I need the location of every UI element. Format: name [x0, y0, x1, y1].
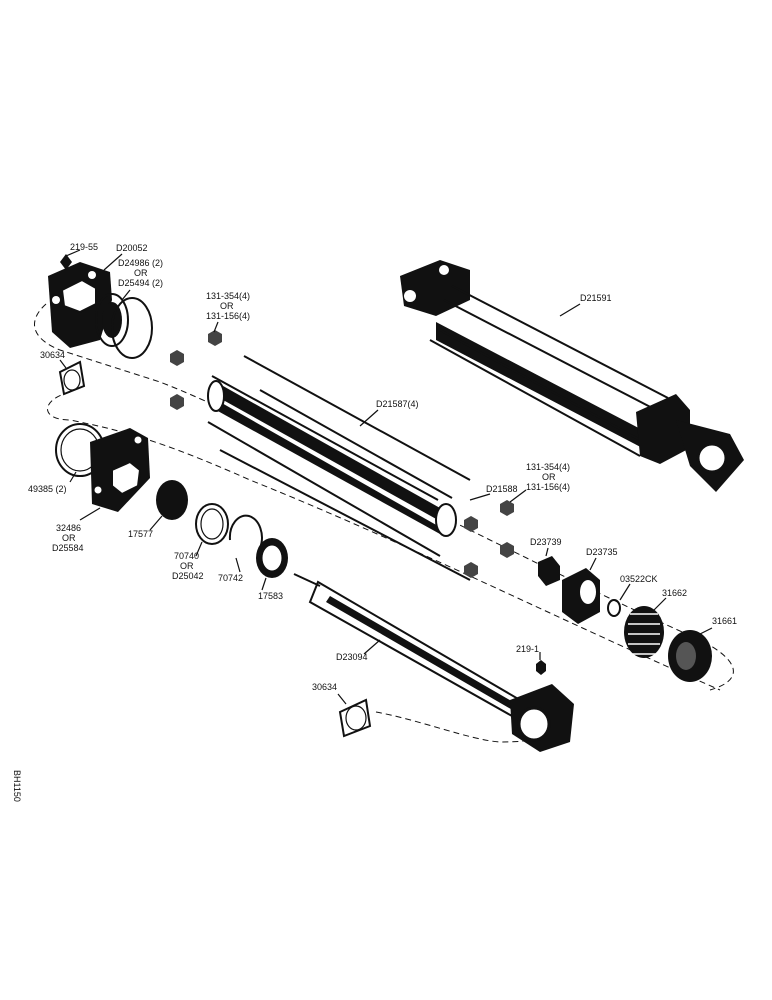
- rear-cap-d20052: [48, 262, 129, 348]
- wiper-17583: [256, 538, 288, 578]
- snap-ring-70742: [228, 514, 263, 549]
- label-d24986-line3: D25494 (2): [118, 278, 163, 288]
- label-32486-line2: OR: [62, 533, 76, 543]
- label-131-354-lower-line3: 131-156(4): [526, 482, 570, 492]
- packing-17577: [156, 480, 188, 520]
- label-131-354-lower-line1: 131-354(4): [526, 462, 570, 472]
- barrel-tube: [207, 380, 457, 537]
- nuts-131-354-upper: [170, 330, 222, 410]
- nuts-131-354-lower: [464, 500, 514, 578]
- piston-rod-d23094: [293, 573, 574, 752]
- oring-d24986: [111, 297, 153, 359]
- oring-03522ck: [607, 599, 621, 617]
- tie-rods-d21587: [207, 355, 471, 581]
- assembly-line-lower: [47, 391, 721, 691]
- fitting-219-55: [60, 254, 72, 270]
- label-d21588: D21588: [486, 484, 518, 494]
- label-70742: 70742: [218, 573, 243, 583]
- label-219-55: 219-55: [70, 242, 98, 252]
- bushing-30634-lower: [338, 698, 372, 738]
- cylinder-assembly-d21591: [400, 260, 744, 492]
- label-03522ck: 03522CK: [620, 574, 658, 584]
- label-70740-line3: D25042: [172, 571, 204, 581]
- label-131-354-lower-line2: OR: [542, 472, 556, 482]
- disc-31661: [668, 630, 712, 682]
- ring-70740: [195, 503, 229, 545]
- label-32486-line3: D25584: [52, 543, 84, 553]
- label-d24986-line2: OR: [134, 268, 148, 278]
- label-d23735: D23735: [586, 547, 618, 557]
- label-70740-line1: 70740: [174, 551, 199, 561]
- label-131-354-upper-line3: 131-156(4): [206, 311, 250, 321]
- fitting-219-1: [536, 660, 546, 675]
- nut-d23739: [538, 556, 560, 586]
- seal-31662: [624, 606, 664, 658]
- label-31661: 31661: [712, 616, 737, 626]
- piston-d23735: [562, 568, 600, 624]
- bushing-30634-upper: [58, 360, 86, 396]
- label-70740-line2: OR: [180, 561, 194, 571]
- label-131-354-upper-line2: OR: [220, 301, 234, 311]
- label-32486-line1: 32486: [56, 523, 81, 533]
- label-30634-lower: 30634: [312, 682, 337, 692]
- label-d20052: D20052: [116, 243, 148, 253]
- label-d21587: D21587(4): [376, 399, 419, 409]
- label-17577: 17577: [128, 529, 153, 539]
- drawing-code: BH1150: [12, 770, 22, 802]
- label-d24986-line1: D24986 (2): [118, 258, 163, 268]
- front-cap-32486: [90, 428, 150, 512]
- label-30634-upper: 30634: [40, 350, 65, 360]
- label-d23739: D23739: [530, 537, 562, 547]
- label-17583: 17583: [258, 591, 283, 601]
- label-d23094: D23094: [336, 652, 368, 662]
- label-49385: 49385 (2): [28, 484, 67, 494]
- label-131-354-upper-line1: 131-354(4): [206, 291, 250, 301]
- label-d21591: D21591: [580, 293, 612, 303]
- label-31662: 31662: [662, 588, 687, 598]
- leader-lines: [59, 249, 713, 705]
- label-219-1: 219-1: [516, 644, 539, 654]
